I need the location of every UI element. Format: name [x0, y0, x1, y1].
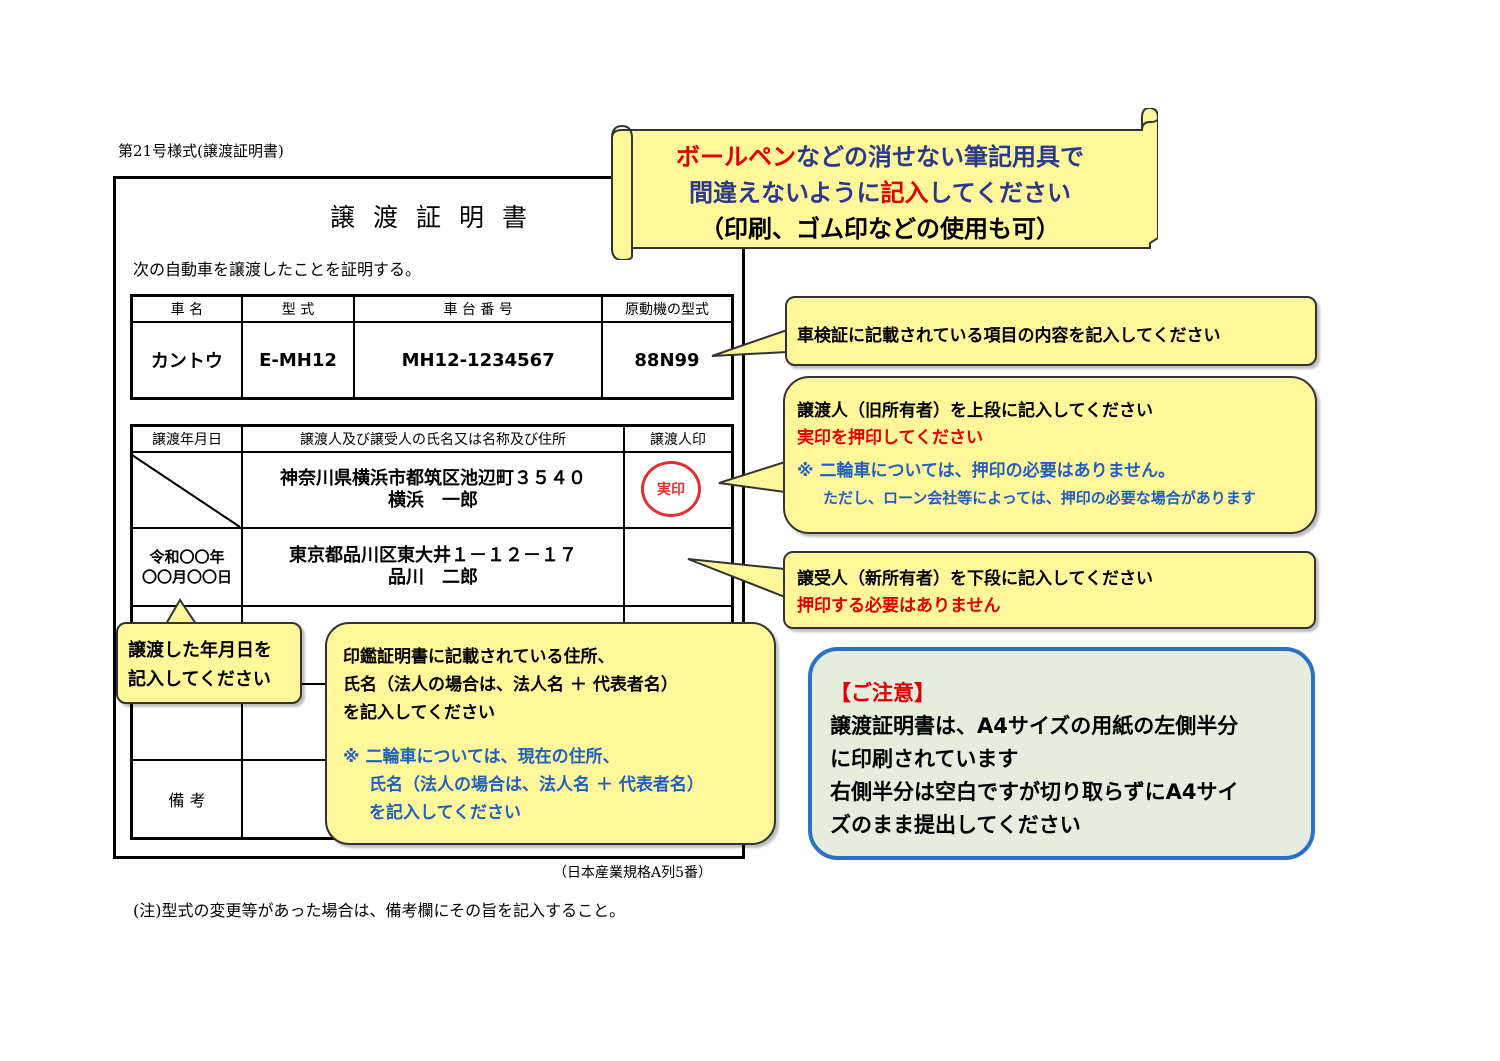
- transfer-date-line1: 令和〇〇年: [149, 548, 225, 566]
- model-value: E-MH12: [240, 321, 356, 400]
- form-statement: 次の自動車を譲渡したことを証明する。: [133, 260, 422, 279]
- remarks-label: 備 考: [130, 759, 243, 839]
- scroll-line3: （印刷、ゴム印などの使用も可）: [700, 215, 1060, 243]
- transferor-pointer: [718, 460, 786, 494]
- callout-note: ただし、ローン会社等によっては、押印の必要な場合があります: [823, 489, 1256, 507]
- transferor-cell: 神奈川県横浜市都筑区池辺町３５４０ 横浜 一郎: [240, 451, 626, 529]
- scroll-line2: 間違えないように記入してください: [615, 175, 1145, 211]
- callout-text: 印鑑証明書に記載されている住所、: [343, 647, 615, 667]
- vehicle-name-value: カントウ: [130, 321, 243, 400]
- callout-transferee: 譲受人（新所有者）を下段に記入してください 押印する必要はありません: [783, 551, 1316, 629]
- scroll-red-text: 記入: [880, 179, 929, 207]
- callout-text: 譲渡した年月日を: [128, 640, 272, 661]
- form-title: 譲渡証明書: [330, 203, 546, 232]
- date-pointer: [164, 598, 198, 625]
- form-number-label: 第21号様式(譲渡証明書): [118, 142, 284, 160]
- notice-text: 右側半分は空白ですが切り取らずにA4サイ: [830, 780, 1239, 804]
- callout-transferor: 譲渡人（旧所有者）を上段に記入してください 実印を押印してください ※ 二輪車に…: [783, 376, 1317, 534]
- specs-pointer: [711, 328, 788, 357]
- transferee-cell: 東京都品川区東大井１－１２－１７ 品川 二郎: [240, 527, 626, 607]
- scroll-banner-shape: [611, 108, 1158, 260]
- transferor-address: 神奈川県横浜市都筑区池辺町３５４０: [279, 468, 586, 489]
- callout-note: ※ 二輪車については、押印の必要はありません。: [797, 461, 1176, 481]
- notice-text: ズのまま提出してください: [830, 813, 1081, 837]
- scroll-line1: ボールペンなどの消せない筆記用具で: [615, 139, 1145, 175]
- notice-text: 譲渡証明書は、A4サイズの用紙の左側半分: [830, 714, 1239, 738]
- paper-spec-note: （日本産業規格A列5番）: [553, 865, 713, 881]
- callout-red-text: 押印する必要はありません: [797, 596, 1001, 616]
- scroll-banner-text: ボールペンなどの消せない筆記用具で 間違えないように記入してください （印刷、ゴ…: [615, 139, 1145, 247]
- chassis-number-value: MH12-1234567: [353, 321, 603, 400]
- transferee-name: 品川 二郎: [387, 567, 478, 588]
- form-frame: [113, 176, 745, 859]
- transferee-pointer: [687, 558, 786, 599]
- scroll-red-text: ボールペン: [676, 143, 796, 171]
- scroll-text: 間違えないように: [688, 179, 881, 207]
- transferee-address: 東京都品川区東大井１－１２－１７: [288, 545, 577, 566]
- transfer-date-line2: 〇〇月〇〇日: [141, 568, 232, 586]
- scroll-text: してください: [928, 179, 1072, 207]
- callout-text: 記入してください: [128, 669, 271, 690]
- header-names-addresses: 譲渡人及び譲受人の氏名又は名称及び住所: [240, 424, 626, 453]
- callout-note: ※ 二輪車については、現在の住所、: [343, 747, 620, 767]
- callout-text: 譲渡人（旧所有者）を上段に記入してください: [797, 401, 1153, 421]
- engine-model-value: 88N99: [601, 321, 734, 400]
- callout-note: を記入してください: [369, 803, 521, 823]
- notice-box: 【ご注意】 譲渡証明書は、A4サイズの用紙の左側半分 に印刷されています 右側半…: [808, 647, 1315, 860]
- vehicle-table: 車 名 型 式 車 台 番 号 原動機の型式 カントウ E-MH12 MH12-…: [130, 294, 734, 400]
- transferor-name: 横浜 一郎: [387, 490, 478, 511]
- callout-transfer-date: 譲渡した年月日を 記入してください: [116, 622, 302, 704]
- transfer-date-cell: 令和〇〇年 〇〇月〇〇日: [130, 527, 243, 607]
- footer-note: (注)型式の変更等があった場合は、備考欄にその旨を記入すること。: [133, 901, 626, 920]
- callout-note: 氏名（法人の場合は、法人名 ＋ 代表者名）: [369, 775, 704, 795]
- registered-seal: 実印: [641, 461, 701, 517]
- callout-text: を記入してください: [343, 703, 495, 723]
- callout-vehicle-specs: 車検証に記載されている項目の内容を記入してください: [785, 296, 1317, 366]
- header-engine-model: 原動機の型式: [601, 294, 734, 323]
- scroll-text: などの消せない筆記用具で: [796, 143, 1084, 171]
- callout-text: 譲受人（新所有者）を下段に記入してください: [797, 569, 1153, 589]
- diagonal-strike: [131, 454, 241, 528]
- callout-text: 氏名（法人の場合は、法人名 ＋ 代表者名）: [343, 675, 678, 695]
- callout-address: 印鑑証明書に記載されている住所、 氏名（法人の場合は、法人名 ＋ 代表者名） を…: [325, 622, 776, 845]
- callout-text: 車検証に記載されている項目の内容を記入してください: [797, 326, 1221, 346]
- notice-text: に印刷されています: [830, 747, 1019, 771]
- notice-heading: 【ご注意】: [830, 681, 935, 705]
- callout-red-text: 実印を押印してください: [797, 428, 983, 448]
